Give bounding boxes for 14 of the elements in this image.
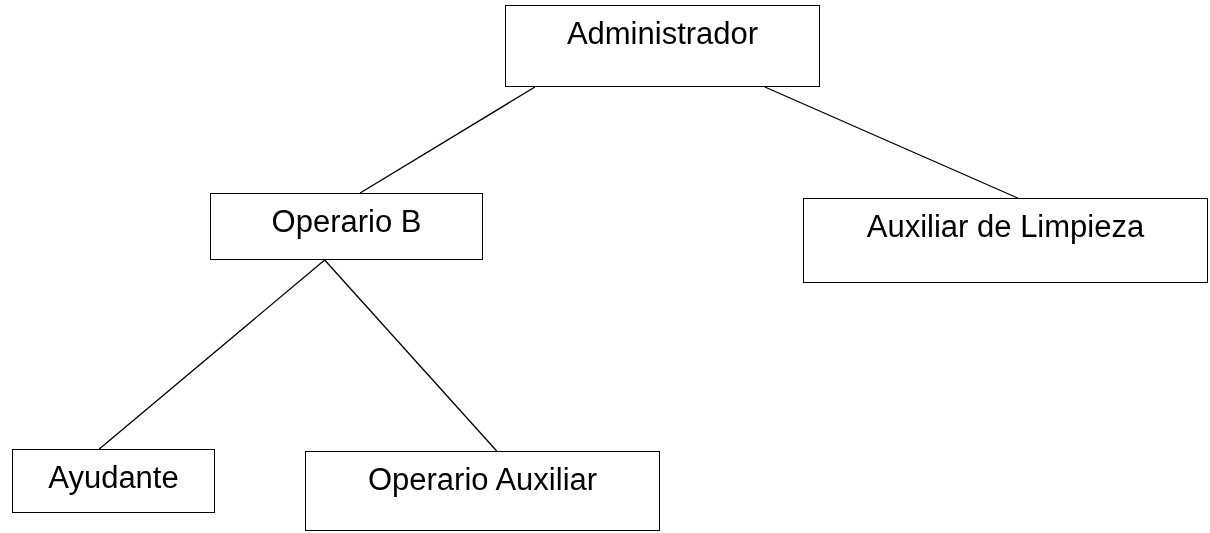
role-box (12, 449, 215, 513)
role-label: Administrador (566, 18, 759, 49)
role-box (505, 5, 820, 87)
role-box (210, 193, 483, 260)
role-label: Auxiliar de Limpieza (866, 211, 1145, 242)
role-label: Operario Auxiliar (367, 464, 598, 495)
connector-line (324, 259, 498, 452)
connector-line (764, 86, 1019, 199)
role-box (803, 198, 1208, 283)
role-label: Ayudante (48, 462, 179, 493)
connector-line (359, 86, 536, 194)
role-box (305, 451, 660, 531)
role-label: Operario B (271, 206, 422, 237)
connector-line (98, 259, 326, 450)
